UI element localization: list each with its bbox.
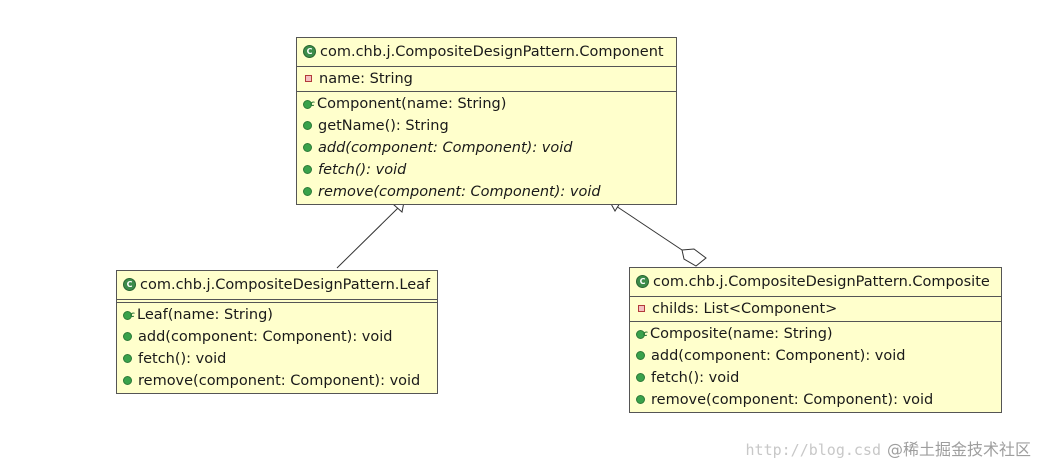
attribute-row: childs: List<Component> [630,298,1001,320]
class-icon: C [636,274,649,288]
operation-row: remove(component: Component): void [117,370,437,392]
attributes-section: childs: List<Component> [630,297,1001,322]
operation-row: fetch(): void [630,367,1001,389]
attributes-section: name: String [297,67,676,92]
watermark-brand: @稀土掘金技术社区 [886,440,1031,459]
constructor-icon: c [303,96,316,109]
public-method-icon [123,353,132,363]
generalization-line-leaf [336,207,399,269]
constructor-icon: c [123,307,136,320]
operation-row: add(component: Component): void [117,326,437,348]
operation-row: getName(): String [297,115,676,137]
public-method-icon [636,372,645,382]
operation-row: add(component: Component): void [297,137,676,159]
class-name: com.chb.j.CompositeDesignPattern.Composi… [653,274,990,290]
operation-row: fetch(): void [297,159,676,181]
public-method-icon [636,350,645,360]
operation-row: add(component: Component): void [630,345,1001,367]
public-method-icon [303,186,312,196]
operation-row: remove(component: Component): void [630,389,1001,411]
attributes-section [117,300,437,303]
class-name: com.chb.j.CompositeDesignPattern.Compone… [320,44,664,60]
public-method-icon [123,331,132,341]
public-method-icon [303,164,312,174]
class-icon: C [123,277,136,291]
watermark: http://blog.csd @稀土掘金技术社区 [746,436,1031,460]
association-line-composite [615,205,683,251]
operation-row: remove(component: Component): void [297,181,676,203]
public-method-icon [303,120,312,130]
constructor-icon: c [636,326,649,339]
class-icon: C [303,44,316,58]
attribute-row: name: String [297,68,676,90]
operation-row: fetch(): void [117,348,437,370]
public-method-icon [123,375,132,385]
aggregation-diamond [681,248,707,267]
private-field-icon [638,304,645,312]
public-method-icon [303,142,312,152]
class-name: com.chb.j.CompositeDesignPattern.Leaf [140,277,431,293]
watermark-url: http://blog.csd [745,441,881,459]
public-method-icon [636,394,645,404]
private-field-icon [305,74,312,82]
